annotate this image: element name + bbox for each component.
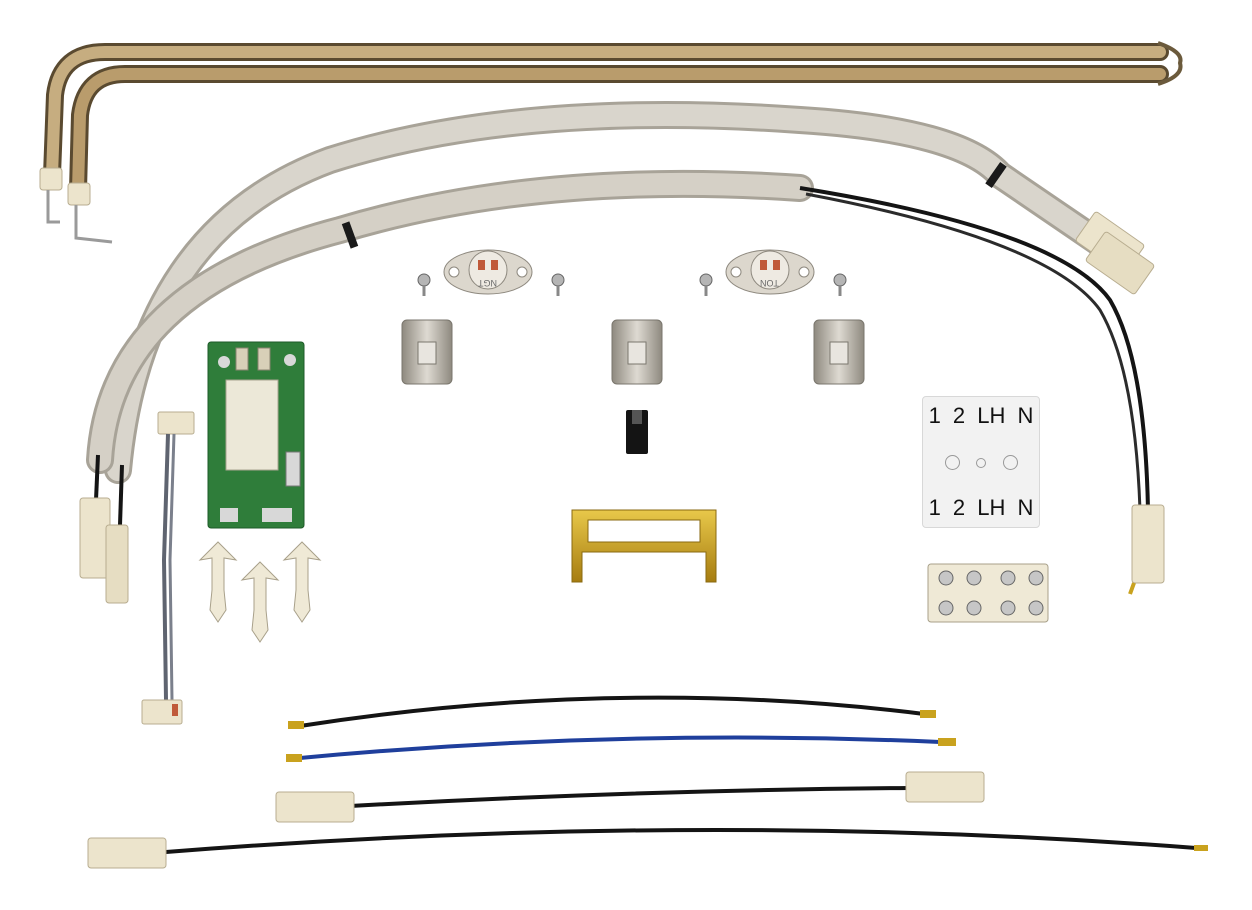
terminal-label-card: 1 2 LH N 1 2 LH N bbox=[922, 396, 1040, 528]
thermostat-right bbox=[725, 249, 815, 295]
left-cable-ends bbox=[79, 454, 129, 604]
heating-element bbox=[39, 41, 1183, 244]
sleeved-cable-inner bbox=[86, 169, 1165, 595]
thermostat-left-marking: NGT bbox=[478, 278, 497, 288]
control-pcb bbox=[207, 341, 305, 529]
jumper-block bbox=[626, 410, 648, 454]
loose-wire-black bbox=[288, 695, 936, 729]
terminal-label-top: 1 2 LH N bbox=[928, 403, 1034, 428]
loose-wire-blue bbox=[286, 735, 956, 762]
terminal-block bbox=[927, 563, 1049, 623]
metal-clip-3 bbox=[813, 319, 865, 385]
terminal-label-bottom: 1 2 LH N bbox=[928, 495, 1034, 520]
metal-clip-2 bbox=[611, 319, 663, 385]
pcb-standoffs bbox=[198, 541, 322, 643]
brass-bracket bbox=[571, 509, 717, 583]
connector-lead-1 bbox=[275, 771, 985, 823]
connector-lead-2 bbox=[87, 827, 1208, 869]
terminal-label-holes bbox=[945, 455, 1019, 470]
screws bbox=[417, 273, 847, 296]
thermostat-right-marking: TON bbox=[760, 278, 779, 288]
sleeved-cable-outer bbox=[104, 101, 1155, 484]
metal-clip-1 bbox=[401, 319, 453, 385]
grey-lead bbox=[141, 411, 195, 725]
thermostat-left bbox=[443, 249, 533, 295]
